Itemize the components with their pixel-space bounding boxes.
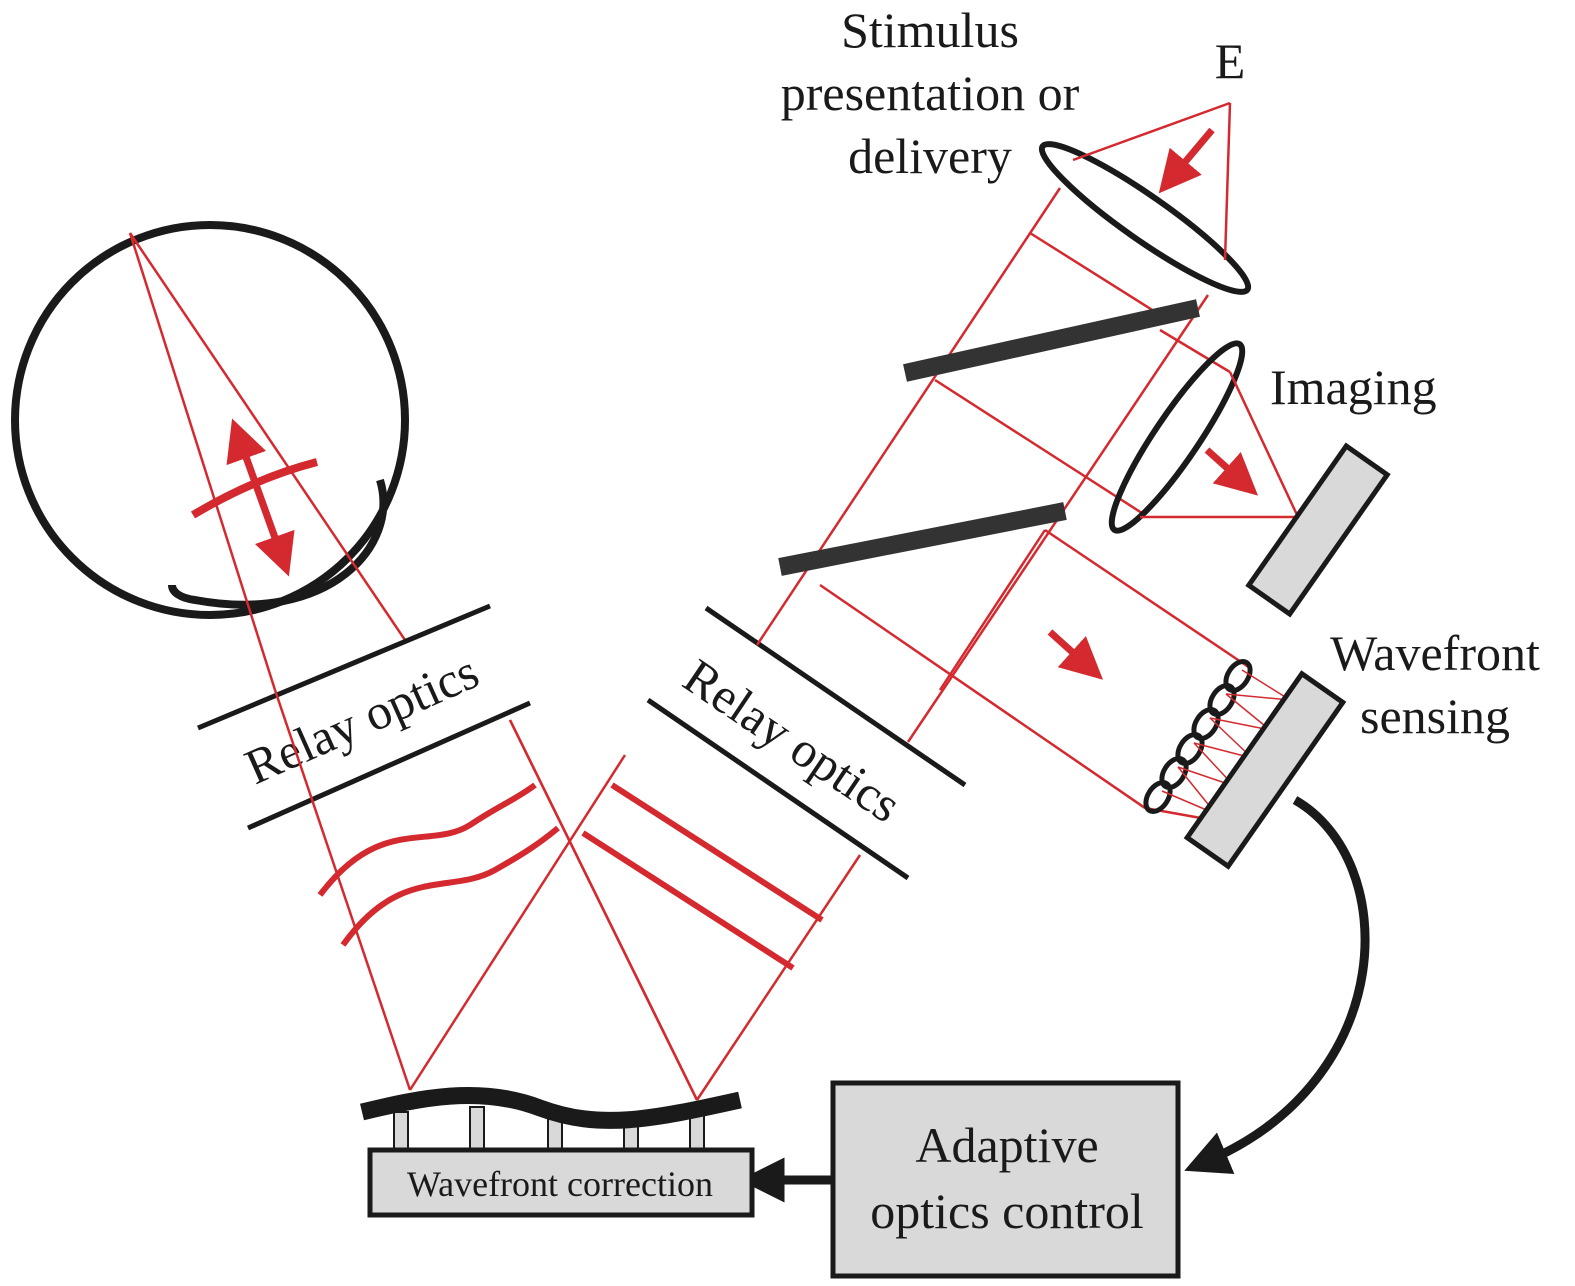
upper-beam	[755, 187, 1251, 810]
control-box	[830, 1080, 1181, 1279]
imaging-branch: Imaging	[1108, 340, 1437, 618]
cross-top	[1029, 231, 1166, 320]
spot-ray-2	[1225, 693, 1291, 701]
stim-cone-right	[1223, 102, 1232, 261]
wavefront-corrector: Wavefront correction	[360, 1087, 755, 1218]
eye-beam-left	[128, 232, 277, 691]
actuators	[393, 1106, 705, 1153]
wavefront-sensing-label-line1: Wavefront	[1330, 625, 1540, 681]
relay-right-bottom-bar	[646, 697, 910, 881]
wfs-arrow	[1047, 629, 1104, 680]
imaging-beam-top	[1159, 328, 1231, 374]
control-label-line1: Adaptive	[915, 1117, 1098, 1173]
flat-wavefront-1	[610, 782, 824, 923]
stimulus-label-line1: Stimulus	[841, 2, 1019, 58]
wavefront-correction-label: Wavefront correction	[407, 1164, 713, 1204]
cross-mid	[934, 378, 1146, 517]
lenslet-1	[1223, 659, 1253, 693]
corrector-box	[367, 1147, 755, 1218]
spot-ray-4	[1209, 717, 1271, 731]
actuator-1	[393, 1111, 409, 1153]
relay-optics-left-label: Relay optics	[237, 643, 487, 795]
stimulus-label-line2: presentation or	[781, 65, 1080, 121]
lenslet-2	[1207, 683, 1237, 717]
relay-left-top-bar	[197, 603, 491, 731]
relay-optics-left: Relay optics	[197, 603, 532, 831]
wfs-beam-top	[1044, 528, 1251, 670]
adaptive-optics-control: Adaptive optics control	[830, 1080, 1181, 1279]
control-label-line2: optics control	[870, 1183, 1144, 1239]
wavefront-sensor	[1183, 670, 1347, 870]
eye	[11, 221, 409, 691]
lenslet-3	[1191, 707, 1221, 741]
actuator-5	[689, 1114, 705, 1153]
beamsplitter-lower	[778, 502, 1067, 576]
target-letter-label: E	[1215, 33, 1246, 89]
actuator-2	[469, 1106, 485, 1153]
wavefront-sensing-label-line2: sensing	[1360, 688, 1510, 744]
imaging-lens	[1108, 340, 1246, 534]
spacer	[510, 720, 625, 755]
beam-link	[938, 529, 1047, 691]
stimulus-label-line3: delivery	[848, 128, 1012, 184]
aberrated-wavefront-1	[317, 782, 537, 897]
relay-left-bottom-bar	[246, 700, 532, 831]
actuator-3	[547, 1117, 563, 1153]
lenslet-4	[1175, 732, 1205, 766]
stimulus-arrow	[1158, 127, 1215, 194]
spot-ray-3	[1225, 693, 1271, 731]
right-beam-edge-b	[695, 854, 862, 1101]
lenslet-5	[1159, 756, 1189, 790]
focus-arrow-up	[226, 418, 287, 562]
lenslet-6	[1143, 780, 1173, 814]
feedback-arrow	[1184, 796, 1370, 1174]
flat-wavefront-2	[581, 830, 795, 971]
imaging-detector	[1245, 442, 1391, 618]
stimulus-lens	[1038, 141, 1252, 295]
cornea-bulge	[168, 478, 388, 609]
relay-right-top-bar	[704, 605, 967, 788]
wavefront-sensing-branch: Wavefront sensing	[1047, 625, 1540, 870]
right-beam	[508, 719, 862, 1101]
left-beam-edge-1	[273, 689, 412, 1091]
cross-beam-1	[408, 754, 627, 1091]
stimulus-branch: Stimulus presentation or delivery E	[781, 2, 1252, 295]
deformable-mirror	[360, 1087, 742, 1129]
beamsplitter-upper	[903, 299, 1200, 382]
spot-ray-1	[1241, 669, 1291, 701]
lenslet-array	[1143, 659, 1253, 814]
cross-low	[819, 583, 1146, 810]
eye-beam-right	[128, 232, 407, 641]
right-beam-edge-a	[508, 719, 699, 1101]
left-beam	[273, 689, 699, 1101]
imaging-arrow	[1204, 447, 1259, 496]
imaging-label: Imaging	[1270, 359, 1437, 415]
eyeball-outline	[11, 221, 409, 619]
stim-cone-top	[1072, 101, 1231, 162]
imaging-cone-top	[1228, 371, 1300, 518]
aberrated-wavefront-2	[340, 825, 560, 947]
